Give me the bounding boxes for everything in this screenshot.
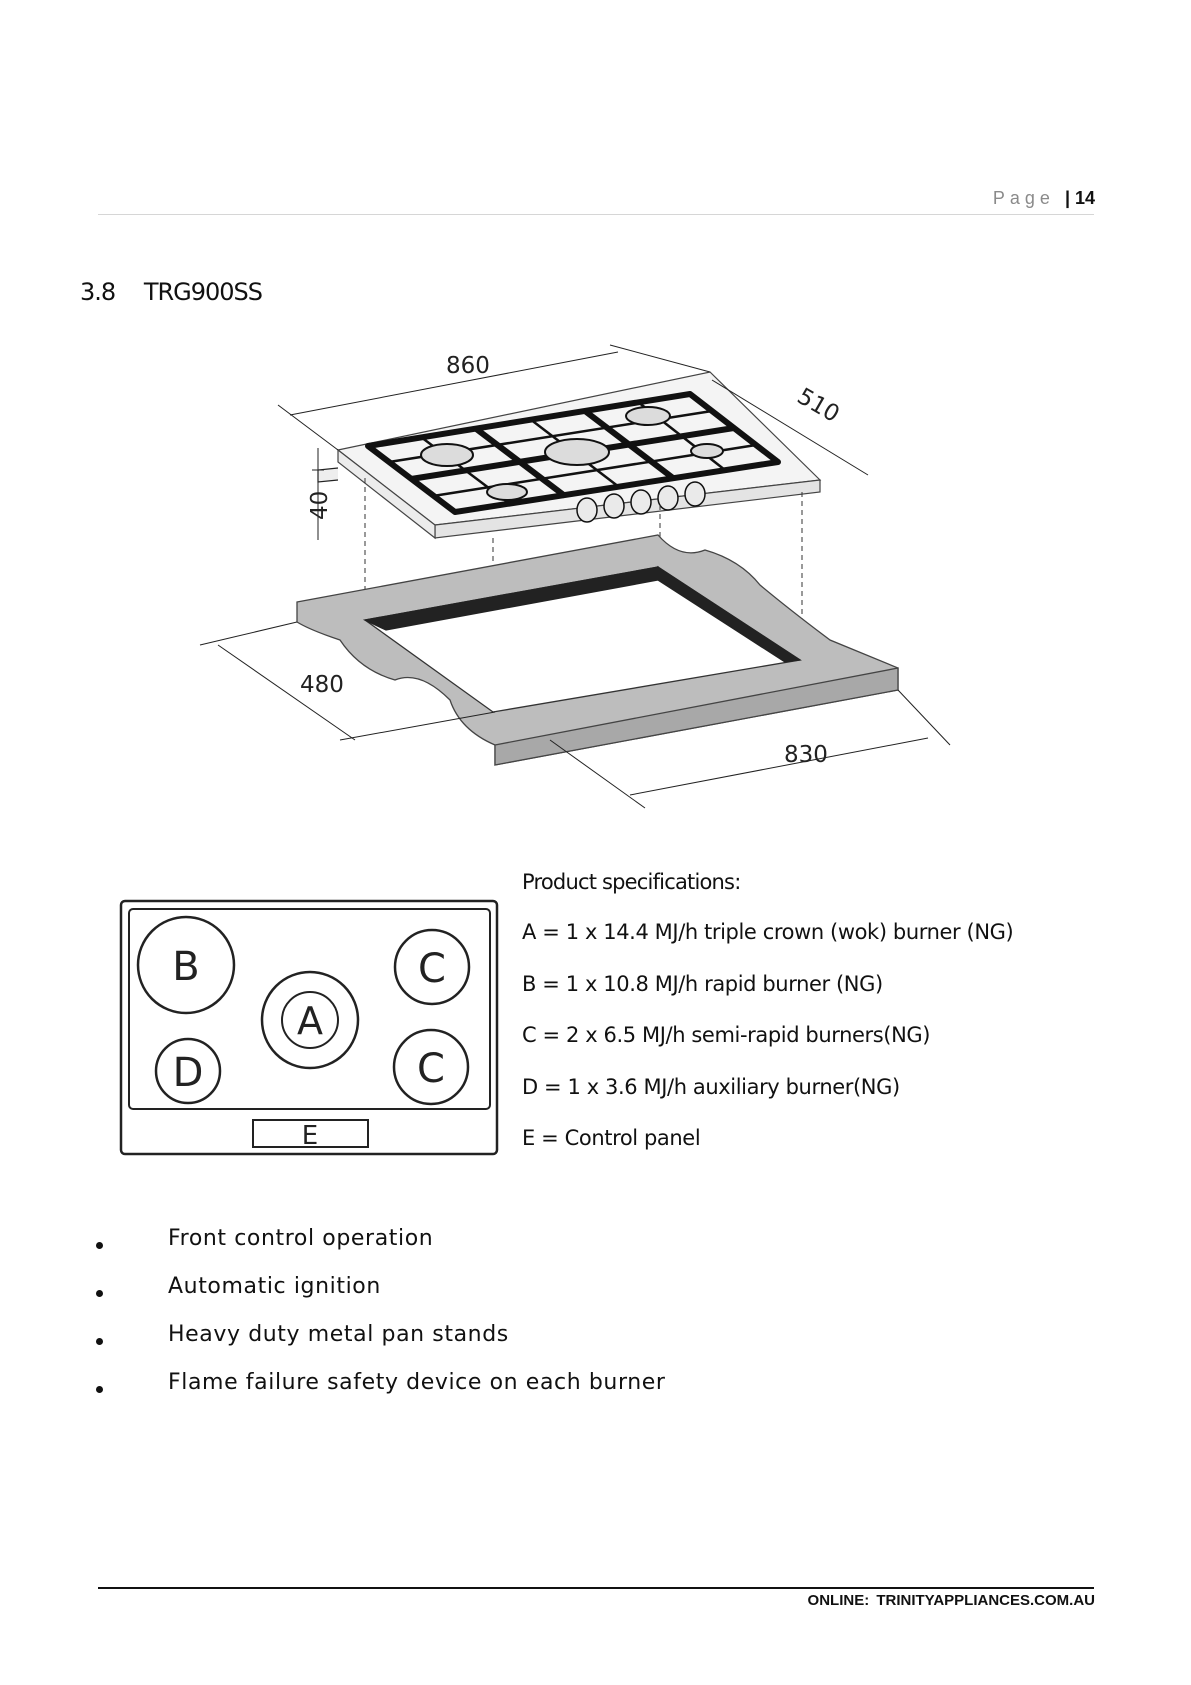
bullet-icon [96,1386,103,1393]
label-burner-b: B [172,944,199,990]
spec-burner-d: D = 1 x 3.6 MJ/h auxiliary burner(NG) [522,1074,900,1099]
spec-burner-a: A = 1 x 14.4 MJ/h triple crown (wok) bur… [522,920,1014,944]
section-number: 3.8 [80,278,116,306]
spec-burner-b: B = 1 x 10.8 MJ/h rapid burner (NG) [522,971,883,996]
dimension-cutout-depth: 480 [300,672,344,698]
hob-left-edge [337,448,436,540]
installation-dimension-diagram: 860 510 40 480 830 [199,344,951,809]
hob-burners [420,406,724,501]
burner-b-circle [136,915,236,1015]
dimension-lines [199,344,951,809]
label-burner-c1: C [418,946,446,992]
feature-text: Front control operation [168,1226,434,1251]
spec-control-panel: E = Control panel [522,1126,701,1150]
dimension-width: 860 [446,353,490,379]
burner-a-outer [260,970,360,1070]
header-divider [98,214,1094,215]
list-item: Heavy duty metal pan stands [92,1322,666,1370]
page-label: Page [992,188,1055,208]
bullet-icon [96,1242,103,1249]
dimension-depth: 510 [793,383,844,427]
specs-title: Product specifications: [522,870,741,894]
bullet-icon [96,1338,103,1345]
dimension-height: 40 [307,491,333,520]
label-control-panel: E [302,1121,318,1151]
section-heading: TRG900SS [143,278,263,306]
feature-text: Flame failure safety device on each burn… [168,1370,666,1395]
feature-text: Automatic ignition [168,1274,381,1299]
label-burner-a: A [297,999,323,1043]
label-burner-c2: C [417,1046,445,1092]
control-panel-box [252,1119,369,1148]
feature-text: Heavy duty metal pan stands [168,1322,509,1347]
section-title: 3.8 TRG900SS [80,278,263,306]
control-knobs [576,481,706,523]
list-item: Automatic ignition [92,1274,666,1322]
worktop [296,534,899,766]
footer-website: ONLINE: TRINITYAPPLIANCES.COM.AU [807,1592,1095,1609]
dimension-cutout-width: 830 [784,742,828,768]
list-item: Flame failure safety device on each burn… [92,1370,666,1418]
burner-a-inner [281,991,339,1049]
burner-d-circle [154,1037,222,1105]
page-number-header: Page | 14 [993,188,1095,209]
footer-divider [98,1587,1094,1589]
page-number: | 14 [1064,188,1095,208]
burner-layout-diagram: B C A D C E [119,899,499,1156]
list-item: Front control operation [92,1226,666,1274]
spec-burner-c: C = 2 x 6.5 MJ/h semi-rapid burners(NG) [522,1023,931,1047]
label-burner-d: D [173,1050,204,1096]
burner-c2-circle [392,1028,470,1106]
bullet-icon [96,1290,103,1297]
product-specifications: Product specifications: A = 1 x 14.4 MJ/… [522,870,1082,1178]
burner-c1-circle [393,928,471,1006]
feature-list: Front control operation Automatic igniti… [92,1226,666,1418]
